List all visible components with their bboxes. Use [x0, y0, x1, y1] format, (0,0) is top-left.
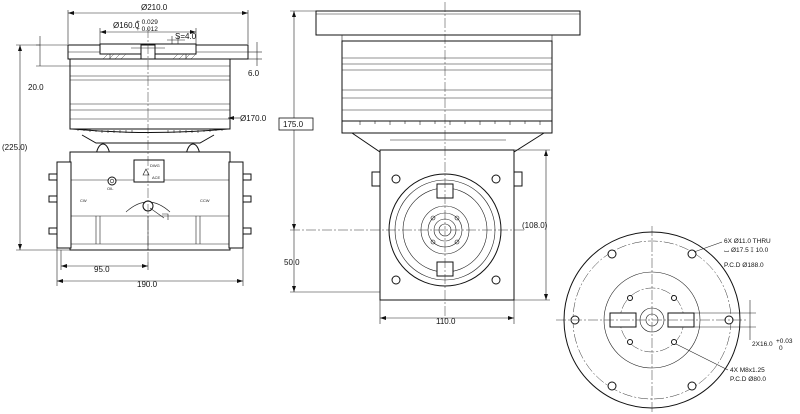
dim-225: (225.0) — [2, 143, 28, 152]
tapped-hole-icon — [671, 295, 677, 301]
callout-holes-line2: ⌴ Ø17.5 ↧ 10.0 — [724, 247, 769, 254]
dim-190: 190.0 — [137, 280, 158, 289]
dim-6: 6.0 — [248, 69, 260, 78]
thru-hole-icon — [607, 249, 617, 259]
front-right-end-cap — [228, 161, 244, 249]
bolt-icon — [491, 174, 501, 184]
side-top-flange — [315, 10, 581, 36]
dim-dia-160-tol-lower: + 0.012 — [136, 26, 158, 33]
cw-label: CW — [80, 198, 87, 203]
bolt-icon — [391, 275, 401, 285]
dim-108: (108.0) — [522, 221, 548, 230]
nameplate — [133, 159, 165, 183]
bottom-view: 6X Ø11.0 THRU ⌴ Ø17.5 ↧ 10.0 P.C.D Ø188.… — [556, 226, 793, 414]
nameplate-dwg-text: DWG — [150, 163, 160, 168]
dim-50: 50.0 — [284, 258, 300, 267]
thru-hole-icon — [687, 381, 697, 391]
tapped-hole-icon — [671, 339, 677, 345]
nameplate-ace-text: ACE — [152, 175, 161, 180]
callout-slot: 2X16.0 — [752, 341, 773, 348]
dim-20: 20.0 — [28, 83, 44, 92]
tapped-hole-icon — [627, 295, 633, 301]
bolt-icon — [491, 275, 501, 285]
dim-dia-210: Ø210.0 — [141, 3, 168, 12]
front-left-end-cap — [56, 161, 72, 249]
callout-tap-line2: P.C.D Ø80.0 — [730, 376, 766, 383]
dim-175: 175.0 — [283, 120, 304, 129]
oil-plug-icon — [107, 176, 117, 186]
warning-icon — [142, 168, 150, 176]
callout-tap-line1: 4X M8x1.25 — [730, 367, 765, 374]
thru-hole-icon — [607, 381, 617, 391]
callout-pcd-188: P.C.D Ø188.0 — [724, 262, 764, 269]
callout-slot-tol-upper: +0.03 — [776, 338, 793, 345]
tapped-hole-icon — [627, 339, 633, 345]
dim-dia-160-tol-upper: + 0.029 — [136, 19, 158, 26]
callout-slot-tol-lower: 0 — [779, 345, 783, 352]
side-scale-ring — [341, 120, 553, 134]
side-view: 175.0 50.0 (108.0) 110.0 — [278, 2, 581, 326]
ccw-label: CCW — [200, 198, 210, 203]
front-scale-ring — [71, 128, 229, 133]
callout-holes-line1: 6X Ø11.0 THRU — [724, 238, 771, 245]
front-view: DWG ACE OIL CW CCW Ø210.0 Ø160.0 + 0.029… — [2, 3, 267, 289]
front-housing-ring — [69, 58, 231, 130]
dim-s-4: S=4.0 — [175, 32, 197, 41]
dim-dia-160: Ø160.0 — [113, 21, 140, 30]
dim-dia-170: Ø170.0 — [240, 114, 267, 123]
side-housing-ring — [341, 40, 553, 122]
dim-110: 110.0 — [436, 317, 456, 326]
oil-label: OIL — [107, 186, 114, 191]
dim-95: 95.0 — [94, 265, 110, 274]
thru-hole-icon — [687, 249, 697, 259]
bolt-icon — [391, 174, 401, 184]
